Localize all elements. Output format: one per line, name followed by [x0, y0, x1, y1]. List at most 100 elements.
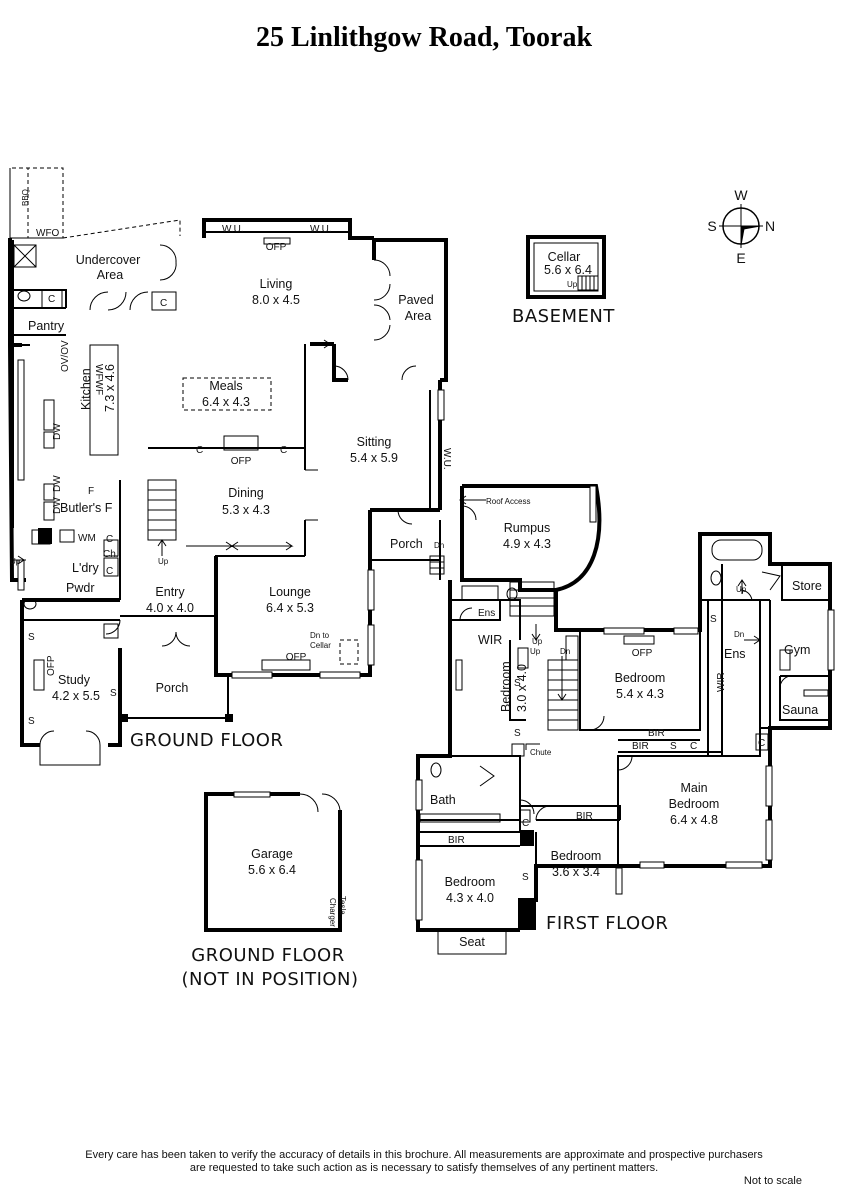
- up-label: Up: [736, 585, 747, 594]
- bir-label: BIR: [448, 835, 465, 846]
- living-name: Living: [260, 277, 293, 291]
- cellar-name: Cellar: [548, 250, 581, 264]
- s-label: S: [670, 741, 677, 752]
- sitting-name: Sitting: [357, 435, 392, 449]
- ovov-label: OV/OV: [60, 340, 71, 372]
- first-floor-title: FIRST FLOOR: [546, 913, 668, 934]
- porch-side-label: Porch: [390, 537, 423, 551]
- dining-name: Dining: [228, 486, 263, 500]
- tesla-label-2: Charger: [328, 898, 337, 927]
- bedroom-c-name: Bedroom: [551, 849, 602, 863]
- ofp-label: OFP: [632, 648, 653, 659]
- undercover-label-2: Area: [97, 268, 123, 282]
- wfwf-label: WFWF: [93, 364, 104, 395]
- ofp-label: OFP: [286, 652, 307, 663]
- main-bedroom-dims: 6.4 x 4.8: [670, 813, 718, 827]
- bath-label: Bath: [430, 793, 456, 807]
- s-label: S: [110, 688, 117, 699]
- bir-label: BIR: [648, 728, 665, 739]
- dw-label: DW: [52, 475, 63, 492]
- kitchen-dims: 7.3 x 4.6: [103, 364, 117, 412]
- first-floor-plan: [415, 484, 835, 955]
- butlers-label: Butler's F: [60, 501, 113, 515]
- up-label: Up: [530, 647, 541, 656]
- bir-label: BIR: [632, 741, 649, 752]
- meals-name: Meals: [209, 379, 242, 393]
- undercover-label: Undercover: [76, 253, 141, 267]
- bedroom-b-dims: 3.0 x 4.0: [515, 664, 529, 712]
- main-bedroom-name: Main: [680, 781, 707, 795]
- c-label: C: [106, 566, 113, 577]
- bedroom-a-name: Bedroom: [615, 671, 666, 685]
- up-label: Up: [10, 557, 21, 566]
- bedroom-d-dims: 4.3 x 4.0: [446, 891, 494, 905]
- cellar-dims: 5.6 x 6.4: [544, 263, 592, 277]
- not-to-scale-note: Not to scale: [743, 1175, 802, 1187]
- s-label: S: [28, 632, 35, 643]
- c-label: C: [758, 738, 765, 749]
- bedroom-d-name: Bedroom: [445, 875, 496, 889]
- wm-label: WM: [78, 533, 96, 544]
- garage-name: Garage: [251, 847, 293, 861]
- disclaimer: Every care has been taken to verify the …: [0, 1149, 848, 1175]
- bedroom-c-dims: 3.6 x 3.4: [552, 865, 600, 879]
- lounge-name: Lounge: [269, 585, 311, 599]
- wir-label: WIR: [478, 633, 502, 647]
- laundry-label: L'dry: [72, 561, 99, 575]
- bir-label: BIR: [576, 811, 593, 822]
- s-label: S: [28, 716, 35, 727]
- rumpus-name: Rumpus: [504, 521, 551, 535]
- basement-title: BASEMENT: [512, 306, 615, 327]
- compass-icon: [719, 204, 763, 248]
- sitting-dims: 5.4 x 5.9: [350, 451, 398, 465]
- main-bedroom-name-2: Bedroom: [669, 797, 720, 811]
- compass-w: W: [734, 187, 748, 203]
- paved-label-2: Area: [405, 309, 431, 323]
- s-label: S: [522, 872, 529, 883]
- disclaimer-line-1: Every care has been taken to verify the …: [85, 1149, 763, 1161]
- ground-floor-title: GROUND FLOOR: [130, 730, 283, 751]
- bbq-label: BBQ: [21, 189, 30, 206]
- wu-label: W.U.: [222, 224, 244, 235]
- store-label: Store: [792, 579, 822, 593]
- dn-to-cellar-label: Dn to: [310, 631, 330, 640]
- powder-label: Pwdr: [66, 581, 94, 595]
- c-label: C: [280, 445, 287, 456]
- wir-label: WIR: [716, 673, 727, 692]
- living-dims: 8.0 x 4.5: [252, 293, 300, 307]
- porch-front-label: Porch: [156, 681, 189, 695]
- s-label: S: [514, 678, 521, 689]
- bedroom-a-dims: 5.4 x 4.3: [616, 687, 664, 701]
- rumpus-dims: 4.9 x 4.3: [503, 537, 551, 551]
- c-label: C: [690, 741, 697, 752]
- study-name: Study: [58, 673, 91, 687]
- wu-label: W.U.: [310, 224, 332, 235]
- ground-floor-np-subtitle: (NOT IN POSITION): [181, 969, 358, 990]
- dn-label: Dn: [560, 647, 570, 656]
- ens-label-main: Ens: [724, 647, 746, 661]
- roof-access-label: Roof Access: [486, 497, 530, 506]
- paved-label: Paved: [398, 293, 433, 307]
- gym-label: Gym: [784, 643, 810, 657]
- c-label: C: [48, 294, 55, 305]
- basement-plan: [526, 235, 606, 299]
- ground-floor-np-title: GROUND FLOOR: [191, 945, 344, 966]
- kitchen-name: Kitchen: [79, 368, 93, 410]
- ch-label: Ch.: [103, 549, 119, 560]
- compass-e: E: [736, 250, 745, 266]
- dn-label: Dn: [434, 541, 444, 550]
- entry-name: Entry: [155, 585, 185, 599]
- ofp-label: OFP: [266, 242, 287, 253]
- chute-label: Chute: [530, 748, 552, 757]
- wfo-label: WFO: [36, 228, 60, 239]
- dw-label: DW: [52, 423, 63, 440]
- ground-floor-plan: [8, 167, 448, 766]
- c-label: C: [196, 445, 203, 456]
- up-label: Up: [158, 557, 169, 566]
- s-label: S: [514, 728, 521, 739]
- ofp-label: OFP: [231, 456, 252, 467]
- c-label: C: [522, 818, 529, 829]
- pantry-label: Pantry: [28, 319, 65, 333]
- ofp-label: OFP: [46, 655, 57, 676]
- sauna-label: Sauna: [782, 703, 818, 717]
